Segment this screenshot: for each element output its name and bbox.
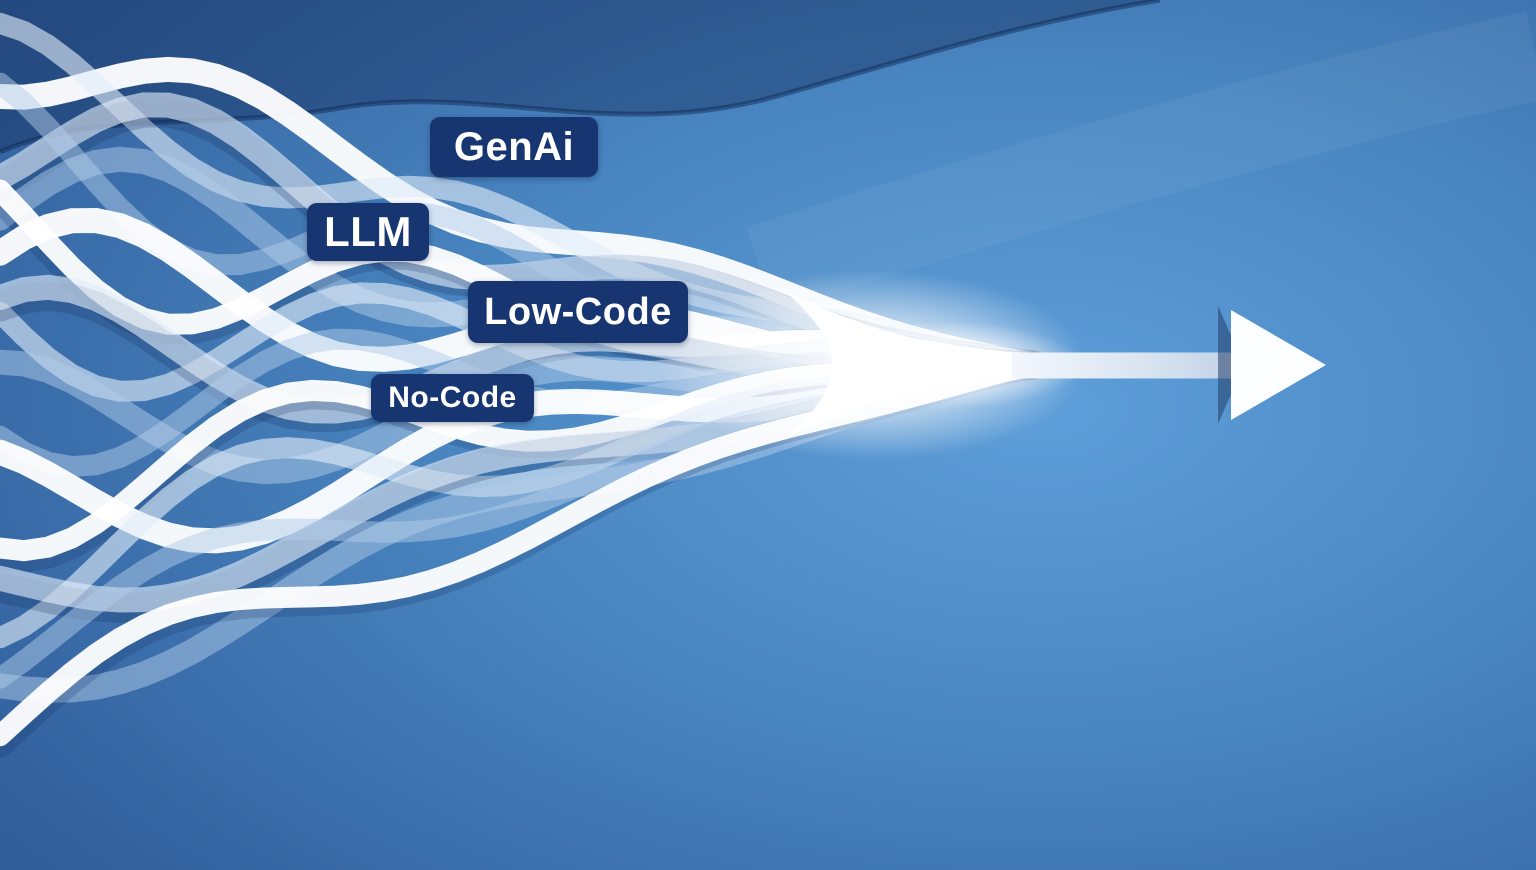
top-dark-wave-edge: [0, 0, 1161, 155]
label-no-code: No-Code: [371, 374, 534, 422]
label-low-code: Low-Code: [468, 281, 688, 343]
arrow-head-icon: [1231, 310, 1326, 420]
label-genai: GenAi: [430, 117, 598, 177]
merge-funnel: [786, 292, 1018, 438]
label-llm: LLM: [307, 203, 429, 261]
arrow-shaft: [1012, 352, 1234, 379]
faint-light-arc: [746, 11, 1536, 313]
